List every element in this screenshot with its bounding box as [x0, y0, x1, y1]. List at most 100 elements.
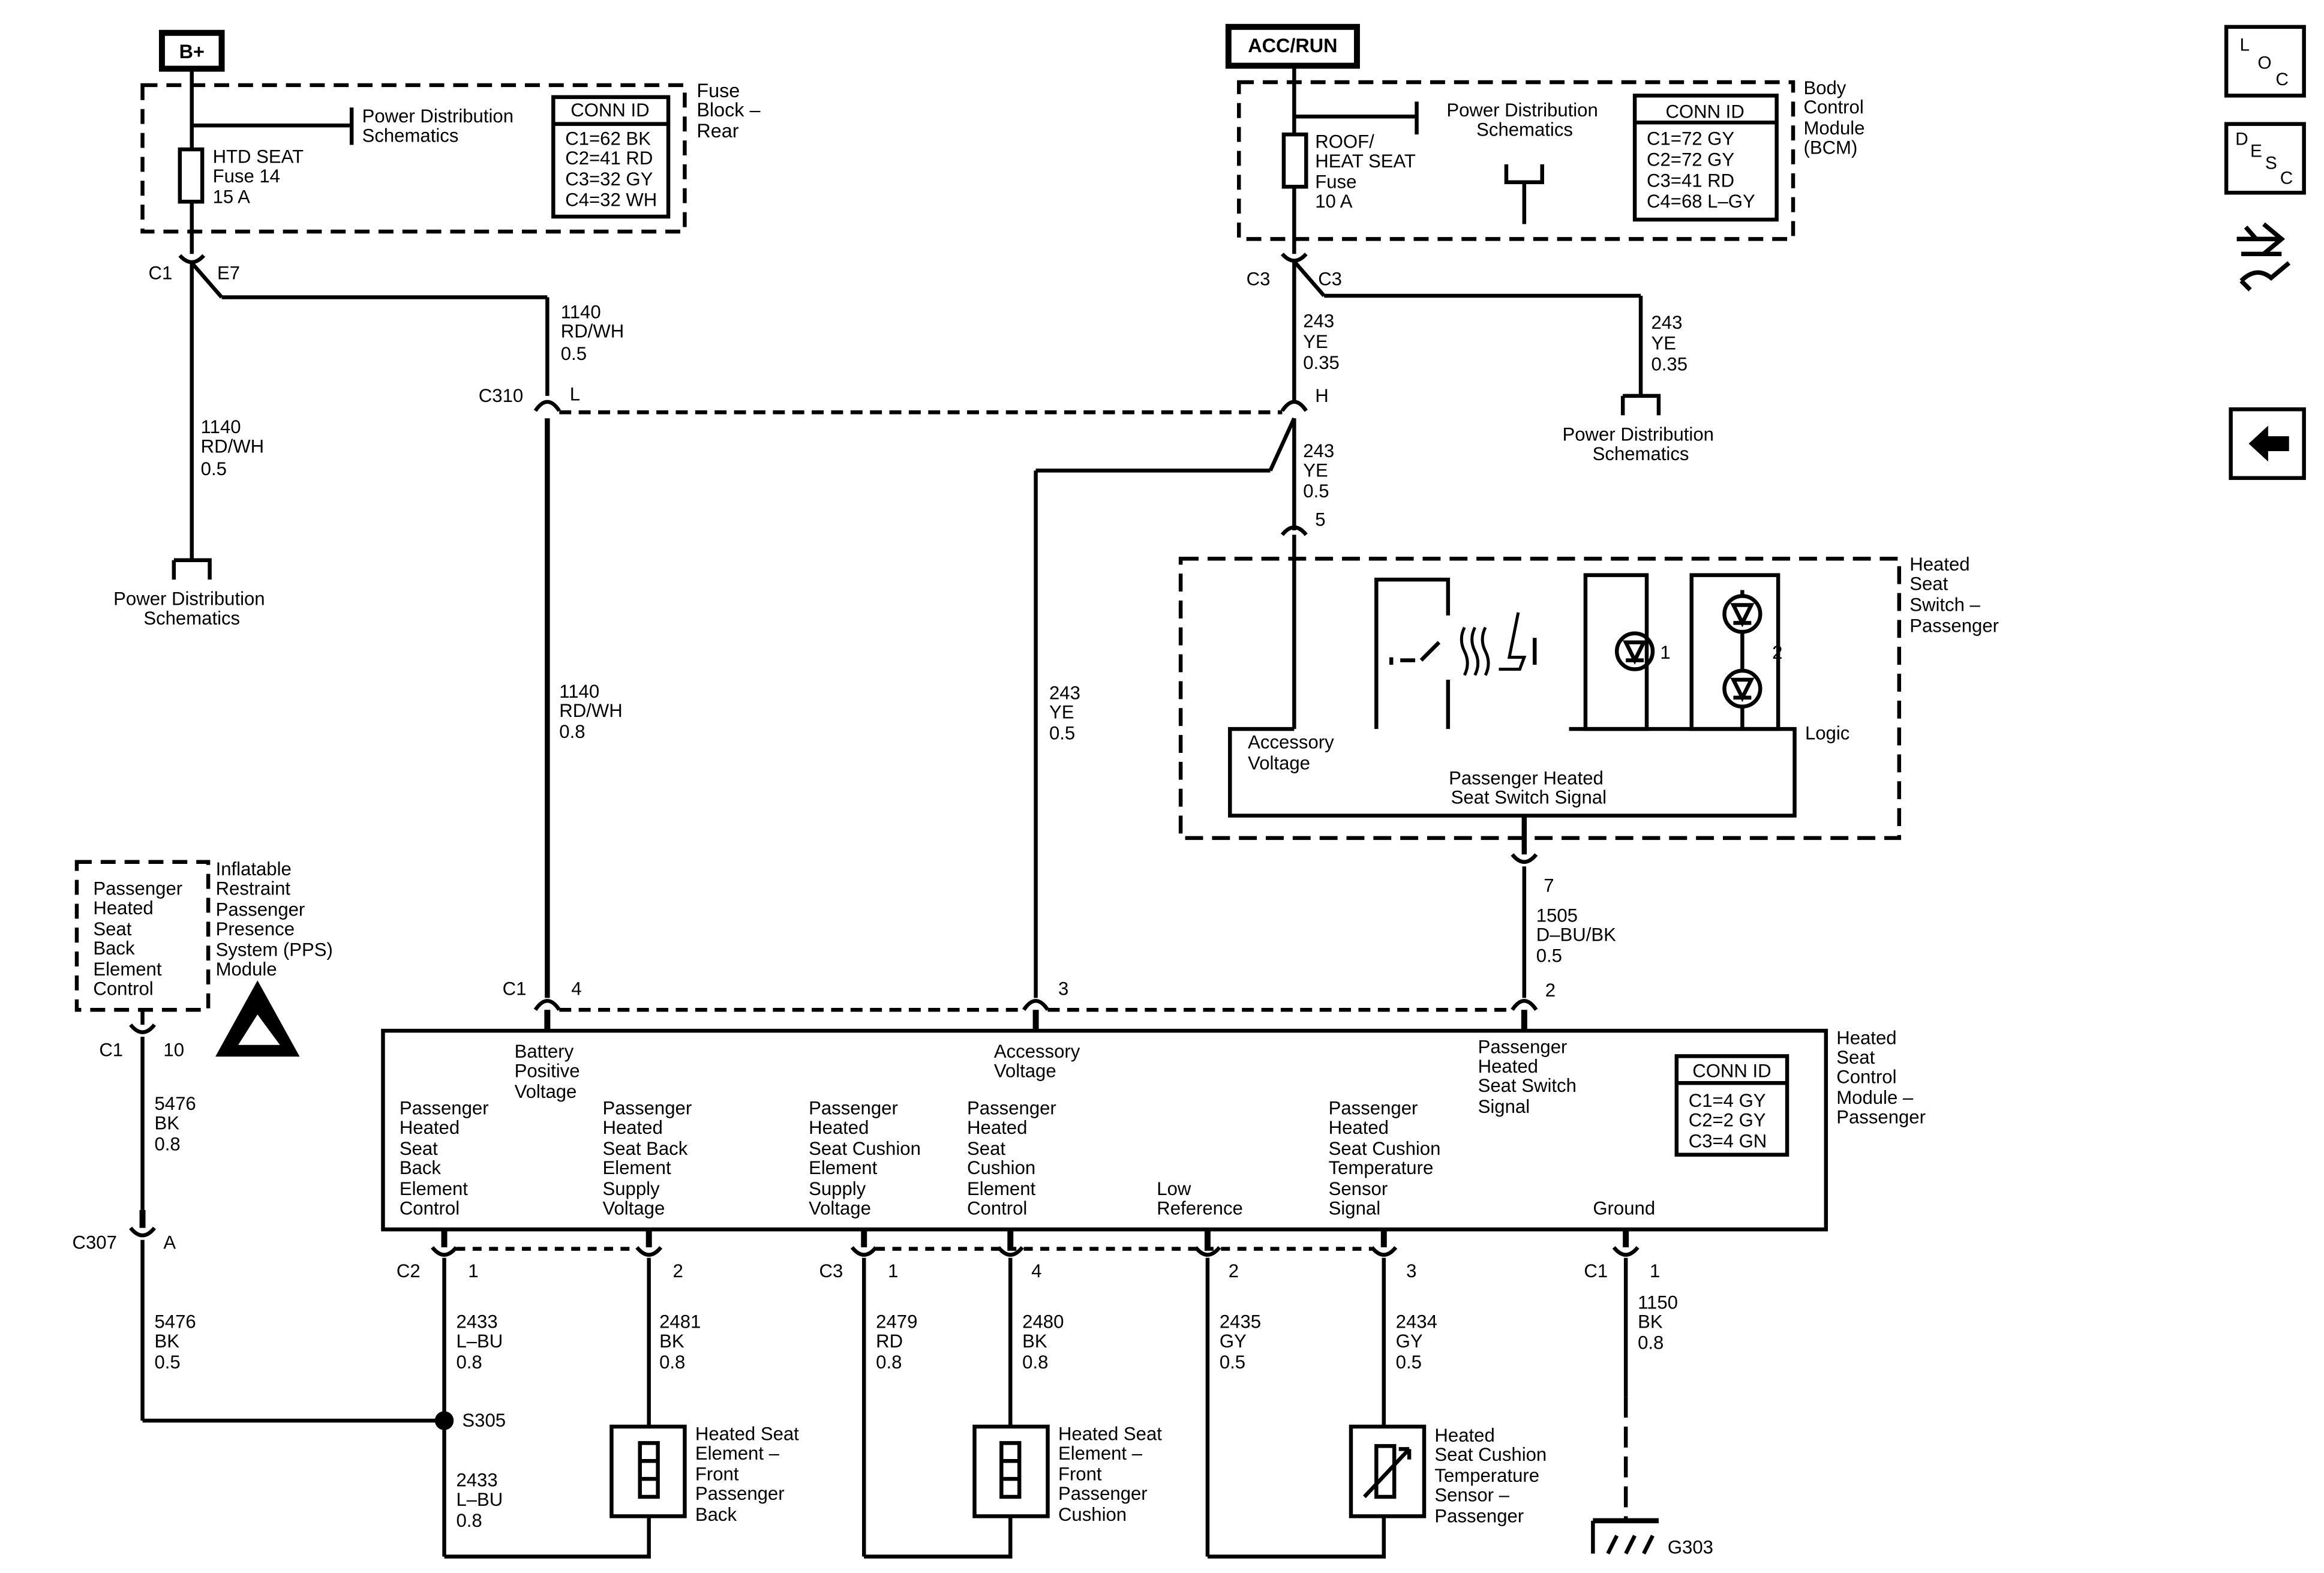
element-cushion-label: Heated Seat Element – Front Passenger Cu… [1058, 1423, 1167, 1524]
switch-signal-label: Passenger Heated Seat Switch Signal [1449, 767, 1608, 807]
pd-ref-left: Power Distribution Schematics [113, 588, 270, 628]
fb-e7-label: E7 [217, 263, 240, 284]
ground-g303-icon [1591, 1518, 1659, 1555]
wire-1150: 1150 BK 0.8 [1638, 1292, 1683, 1353]
module-pin4-label: 4 [571, 978, 581, 999]
pps-box-label: Passenger Heated Seat Back Element Contr… [93, 878, 187, 999]
led1-label: 1 [1660, 642, 1670, 663]
module-cush-supply-label: Passenger Heated Seat Cushion Element Su… [809, 1098, 926, 1219]
bcm-c3-left-label: C3 [1247, 269, 1271, 290]
c2-pin1-label: 1 [468, 1260, 478, 1281]
led1-frame [1583, 573, 1649, 731]
heated-seat-element-cushion [972, 1424, 1050, 1518]
c3-label: C3 [819, 1260, 843, 1281]
switch-accessory-label: Accessory Voltage [1248, 732, 1339, 774]
pps-c1-label: C1 [99, 1039, 123, 1060]
led2-label: 2 [1772, 642, 1782, 663]
module-conn-title: CONN ID [1692, 1060, 1771, 1081]
pd-ref-right: Power Distribution Schematics [1563, 424, 1719, 464]
module-title: Heated Seat Control Module – Passenger [1836, 1028, 1926, 1128]
s305-label: S305 [462, 1410, 506, 1431]
desc-icon-text: D E S C [2235, 130, 2293, 188]
g303-label: G303 [1668, 1537, 1713, 1558]
fuse-htd-seat [178, 147, 205, 204]
pps-title: Inflatable Restraint Passenger Presence … [216, 858, 338, 980]
wire-2434: 2434 GY 0.5 [1396, 1311, 1443, 1373]
ground-pin1-label: 1 [1650, 1260, 1660, 1281]
switch-pin7-label: 7 [1544, 875, 1554, 896]
bcm-box [1236, 80, 1795, 241]
c3-pin1-label: 1 [888, 1260, 898, 1281]
fuse-block-title: Fuse Block – Rear [696, 80, 765, 142]
wire-1140-left: 1140 RD/WH 0.5 [201, 416, 269, 479]
wire-5476-a: 5476 BK 0.8 [154, 1093, 201, 1154]
led2-frame [1689, 573, 1780, 731]
c310-l-label: L [570, 383, 580, 404]
loc-icon-text: L O C [2240, 35, 2289, 89]
wire-243-d: 243 YE 0.5 [1049, 682, 1086, 743]
sensor-label: Heated Seat Cushion Temperature Sensor –… [1434, 1425, 1551, 1526]
wire-2433-b: 2433 L–BU 0.8 [456, 1470, 508, 1531]
seat-heater-icon [1460, 612, 1527, 676]
bcm-conn-title: CONN ID [1665, 101, 1744, 122]
c307-label: C307 [73, 1232, 117, 1253]
switch-pin5-label: 5 [1315, 509, 1325, 530]
bplus-label: B+ [179, 41, 205, 62]
temperature-sensor [1349, 1424, 1427, 1518]
wire-1140-mid: 1140 RD/WH 0.8 [559, 681, 627, 742]
wire-2481: 2481 BK 0.8 [659, 1311, 706, 1373]
bcm-conn-list: C1=72 GY C2=72 GY C3=41 RD C4=68 L–GY [1647, 128, 1755, 212]
led1-icon [1614, 631, 1655, 671]
fuse-block-rear-box [140, 83, 687, 234]
wrench-icon[interactable] [2236, 222, 2291, 292]
switch-title: Heated Seat Switch – Passenger [1909, 554, 1999, 636]
bcm-c3-right-label: C3 [1318, 269, 1342, 290]
module-low-ref-label: Low Reference [1157, 1178, 1243, 1218]
c307-a-label: A [163, 1232, 176, 1253]
bcm-pd-ref: Power Distribution Schematics [1446, 100, 1603, 140]
fb-c1-label: C1 [149, 263, 173, 284]
fuse-htd-seat-label: HTD SEAT Fuse 14 15 A [213, 146, 309, 207]
fuse-roof-heat-seat [1281, 132, 1308, 189]
module-c1-label: C1 [503, 978, 527, 999]
heated-seat-element-back [609, 1424, 687, 1518]
fuse-block-conn-list: C1=62 BK C2=41 RD C3=32 GY C4=32 WH [565, 128, 658, 211]
wire-243-c: 243 YE 0.5 [1303, 440, 1340, 502]
module-switch-sig-label: Passenger Heated Seat Switch Signal [1478, 1036, 1582, 1117]
esd-warning-icon [215, 980, 300, 1057]
c310-h-label: H [1315, 385, 1328, 406]
module-back-supply-label: Passenger Heated Seat Back Element Suppl… [602, 1098, 696, 1219]
bcm-conn-id-box [1632, 94, 1779, 222]
back-arrow-button[interactable] [2229, 407, 2306, 481]
module-pin3-label: 3 [1058, 978, 1068, 999]
wire-1140-top: 1140 RD/WH 0.5 [561, 301, 629, 364]
module-back-ctrl-label: Passenger Heated Seat Back Element Contr… [400, 1098, 494, 1219]
ground-c1-label: C1 [1584, 1260, 1608, 1281]
fuse-roof-heat-seat-label: ROOF/ HEAT SEAT Fuse 10 A [1315, 131, 1421, 212]
module-conn-id-box [1674, 1054, 1789, 1157]
fuse-block-conn-id-box [551, 95, 671, 219]
element-back-label: Heated Seat Element – Front Passenger Ba… [695, 1423, 804, 1524]
loc-button[interactable] [2224, 25, 2306, 98]
wire-1505: 1505 D–BU/BK 0.5 [1536, 905, 1622, 966]
c3-pin4-label: 4 [1031, 1260, 1041, 1281]
wire-243-a: 243 YE 0.35 [1303, 310, 1340, 373]
pps-pin10-label: 10 [163, 1039, 184, 1060]
heated-seat-switch-box [1178, 557, 1902, 840]
c3-pin2-label: 2 [1229, 1260, 1239, 1281]
switch-contact [1374, 577, 1451, 730]
c2-label: C2 [397, 1260, 421, 1281]
accrun-label: ACC/RUN [1248, 35, 1337, 56]
fuse-block-pd-ref: Power Distribution Schematics [362, 106, 519, 146]
bcm-title: Body Control Module (BCM) [1803, 77, 1870, 158]
module-cush-ctrl-label: Passenger Heated Seat Cushion Element Co… [967, 1098, 1061, 1219]
desc-button[interactable] [2224, 122, 2306, 195]
module-acc-label: Accessory Voltage [994, 1041, 1085, 1081]
module-pin2-label: 2 [1545, 980, 1556, 1001]
c310-label: C310 [479, 385, 523, 406]
wire-2480: 2480 BK 0.8 [1022, 1311, 1069, 1373]
module-ground-label: Ground [1593, 1197, 1655, 1218]
c2-pin2-label: 2 [673, 1260, 683, 1281]
wire-2479: 2479 RD 0.8 [876, 1311, 923, 1373]
wire-2435: 2435 GY 0.5 [1220, 1311, 1266, 1373]
